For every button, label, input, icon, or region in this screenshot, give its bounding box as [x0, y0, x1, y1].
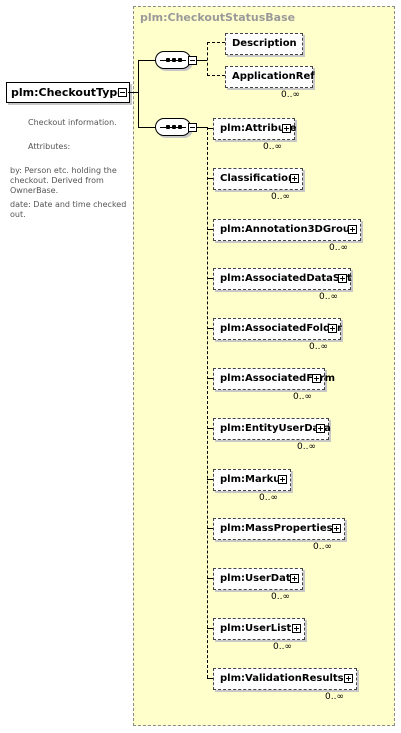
annotation-line: by: Person etc. holding the checkout. De…: [10, 166, 117, 195]
element-label: plm:Attribute: [220, 123, 297, 134]
cardinality-label: 0..∞: [309, 342, 328, 352]
connector-line: [207, 479, 213, 480]
element-label: plm:AssociatedForm: [220, 373, 335, 384]
element-plm-entityuserdata[interactable]: plm:EntityUserData: [213, 418, 331, 440]
collapse-icon[interactable]: [118, 88, 127, 97]
connector-line: [207, 178, 213, 179]
root-element[interactable]: plm:CheckoutType: [6, 82, 130, 103]
element-plm-validationresults[interactable]: plm:ValidationResults: [213, 668, 357, 690]
connector-line: [207, 229, 213, 230]
element-applicationref[interactable]: ApplicationRef: [225, 66, 315, 88]
annotation-line: date: Date and time checked out.: [10, 200, 127, 219]
cardinality-label: 0..∞: [297, 442, 316, 452]
expand-icon[interactable]: [338, 274, 347, 283]
annotation-line: Attributes:: [28, 142, 71, 151]
cardinality-label: 0..∞: [259, 493, 278, 503]
element-label: plm:Markup: [220, 474, 288, 485]
element-label: plm:AssociatedDataSet: [220, 273, 352, 284]
element-label: plm:UserList: [220, 623, 292, 634]
element-classification[interactable]: Classification: [213, 168, 303, 190]
cardinality-label: 0..∞: [319, 292, 338, 302]
element-description[interactable]: Description: [225, 33, 303, 55]
cardinality-label: 0..∞: [329, 243, 348, 253]
sequence-compositor-icon: [155, 118, 191, 136]
element-label: plm:AssociatedFolder: [220, 323, 342, 334]
expand-icon[interactable]: [290, 174, 299, 183]
connector-line: [128, 92, 138, 93]
cardinality-label: 0..∞: [325, 692, 344, 702]
expand-icon[interactable]: [278, 475, 287, 484]
annotation-line: Checkout information.: [28, 118, 117, 127]
expand-icon[interactable]: [282, 124, 291, 133]
element-label: plm:MassProperties: [220, 523, 333, 534]
element-plm-annotation3dgroup[interactable]: plm:Annotation3DGroup: [213, 219, 361, 241]
connector-line: [207, 578, 213, 579]
sequence-compositor-icon: [155, 51, 191, 69]
connector-line: [207, 328, 213, 329]
element-plm-associatedfolder[interactable]: plm:AssociatedFolder: [213, 318, 342, 340]
cardinality-label: 0..∞: [271, 192, 290, 202]
expand-icon[interactable]: [344, 674, 353, 683]
cardinality-label: 0..∞: [313, 542, 332, 552]
connector-line: [138, 127, 156, 128]
element-label: plm:Annotation3DGroup: [220, 224, 358, 235]
element-plm-markup[interactable]: plm:Markup: [213, 469, 291, 491]
connector-line: [138, 60, 139, 128]
connector-line: [207, 428, 213, 429]
connector-line: [207, 127, 208, 678]
element-label: plm:EntityUserData: [220, 423, 331, 434]
cardinality-label: 0..∞: [281, 90, 300, 100]
connector-line: [207, 278, 213, 279]
element-plm-userdata[interactable]: plm:UserData: [213, 568, 303, 590]
root-element-label: plm:CheckoutType: [11, 86, 125, 99]
connector-line: [207, 42, 225, 43]
connector-line: [207, 75, 225, 76]
connector-line: [207, 378, 213, 379]
expand-icon[interactable]: [332, 524, 341, 533]
annotation: Checkout information. Attributes: by: Pe…: [10, 118, 128, 234]
element-label: plm:ValidationResults: [220, 673, 344, 684]
connector-line: [207, 128, 213, 129]
element-plm-associatedform[interactable]: plm:AssociatedForm: [213, 368, 335, 390]
element-plm-userlist[interactable]: plm:UserList: [213, 618, 305, 640]
element-plm-massproperties[interactable]: plm:MassProperties: [213, 518, 345, 540]
cardinality-label: 0..∞: [273, 642, 292, 652]
cardinality-label: 0..∞: [293, 392, 312, 402]
connector-line: [138, 60, 156, 61]
expand-icon[interactable]: [290, 574, 299, 583]
element-plm-associateddataset[interactable]: plm:AssociatedDataSet: [213, 268, 352, 290]
cardinality-label: 0..∞: [263, 142, 282, 152]
connector-line: [207, 678, 213, 679]
collapse-icon[interactable]: [188, 123, 197, 132]
collapse-icon[interactable]: [188, 56, 197, 65]
expand-icon[interactable]: [312, 374, 321, 383]
connector-line: [197, 60, 207, 61]
cardinality-label: 0..∞: [271, 592, 290, 602]
element-label: plm:UserData: [220, 573, 298, 584]
connector-line: [207, 628, 213, 629]
element-plm-attribute[interactable]: plm:Attribute: [213, 118, 297, 140]
expand-icon[interactable]: [328, 324, 337, 333]
connector-line: [207, 42, 208, 76]
connector-line: [197, 127, 207, 128]
element-label: ApplicationRef: [232, 71, 315, 82]
element-label: Description: [232, 38, 297, 49]
expand-icon[interactable]: [292, 624, 301, 633]
element-label: Classification: [220, 173, 296, 184]
base-type-title: plm:CheckoutStatusBase: [140, 11, 296, 24]
expand-icon[interactable]: [316, 424, 325, 433]
expand-icon[interactable]: [348, 225, 357, 234]
connector-line: [207, 528, 213, 529]
